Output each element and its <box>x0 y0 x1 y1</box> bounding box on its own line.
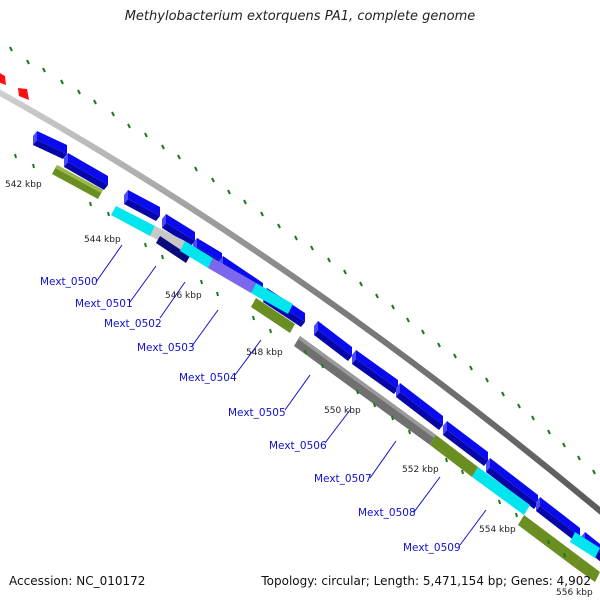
gene-0511-forward <box>486 458 538 509</box>
gene-label-mext-0505: Mext_0505 <box>228 407 286 419</box>
gene-label-mext-0508: Mext_0508 <box>358 507 416 519</box>
gene-label-mext-0501: Mext_0501 <box>75 298 133 310</box>
gene-0508-forward <box>352 350 398 394</box>
inner-ticks <box>14 153 566 558</box>
gene-label-mext-0502: Mext_0502 <box>104 318 162 330</box>
map-title: Methylobacterium extorquens PA1, complet… <box>124 9 476 24</box>
scale-label: 544 kbp <box>84 235 121 245</box>
category-bands[interactable] <box>52 165 600 582</box>
gene-0501-forward <box>64 153 108 190</box>
scale-label: 548 kbp <box>246 348 283 358</box>
leader-lines <box>95 244 487 546</box>
scale-label: 556 kbp <box>556 588 593 598</box>
gene-0512-forward <box>536 497 580 542</box>
gene-0510-forward <box>443 421 488 466</box>
gene-label-mext-0503: Mext_0503 <box>137 342 195 354</box>
genome-backbone <box>0 89 600 515</box>
topology-summary: Topology: circular; Length: 5,471,154 bp… <box>261 574 591 588</box>
scale-label: 552 kbp <box>402 465 439 475</box>
gene-0500-forward <box>33 131 67 159</box>
rna-markers[interactable] <box>0 72 29 100</box>
gene-0507-forward <box>314 321 352 361</box>
gene-label-mext-0506: Mext_0506 <box>269 440 327 452</box>
gene-label-mext-0504: Mext_0504 <box>179 372 237 384</box>
scale-label: 554 kbp <box>479 525 516 535</box>
gene-label-mext-0500: Mext_0500 <box>40 276 98 288</box>
accession-label: Accession: NC_010172 <box>9 574 146 588</box>
scale-labels: 542 kbp 544 kbp 546 kbp 548 kbp 550 kbp … <box>5 180 593 598</box>
gene-0509-forward <box>396 383 443 430</box>
scale-label: 546 kbp <box>165 291 202 301</box>
gene-0502-forward <box>124 190 160 221</box>
gene-label-mext-0507: Mext_0507 <box>314 473 372 485</box>
scale-label: 550 kbp <box>324 406 361 416</box>
gene-labels[interactable]: Mext_0500 Mext_0501 Mext_0502 Mext_0503 … <box>40 276 461 554</box>
scale-label: 542 kbp <box>5 180 42 190</box>
gene-label-mext-0509: Mext_0509 <box>403 542 461 554</box>
gene-0503-forward <box>162 214 195 246</box>
outer-ticks <box>9 46 596 475</box>
